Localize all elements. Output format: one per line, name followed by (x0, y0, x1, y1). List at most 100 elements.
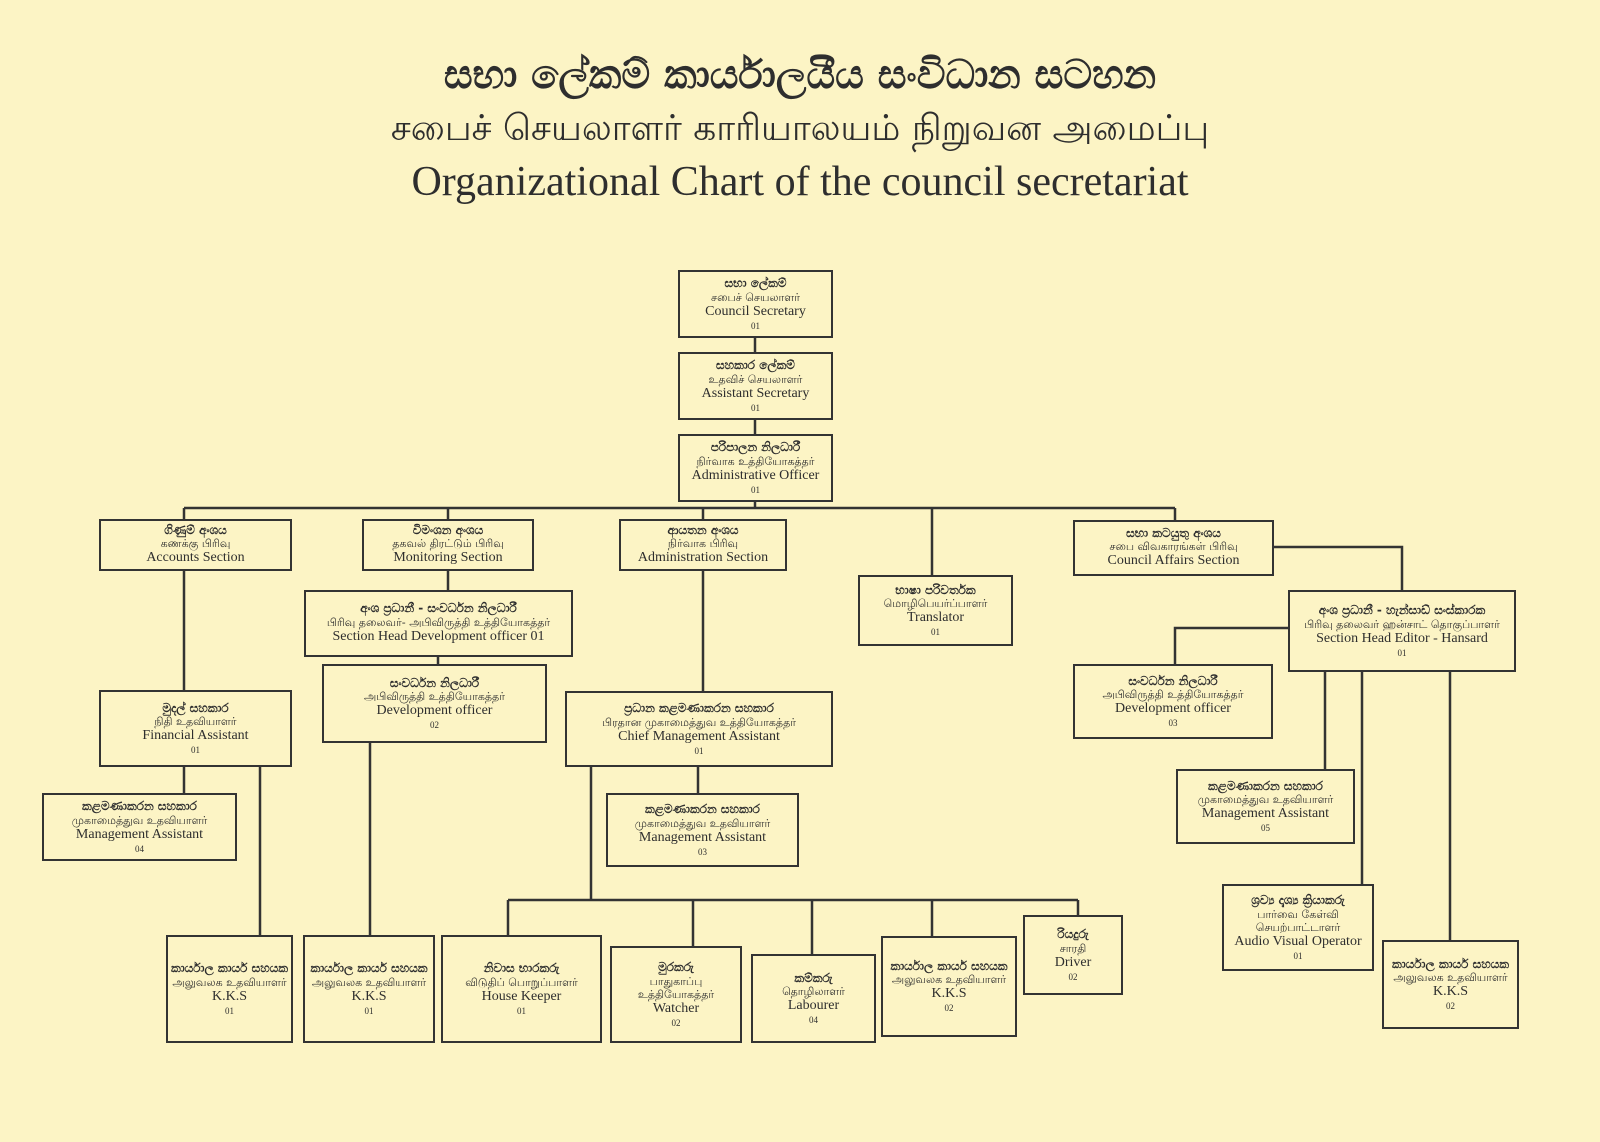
english-label: Monitoring Section (393, 550, 503, 566)
english-label: Administration Section (637, 550, 769, 566)
english-label: Audio Visual Operator (1234, 934, 1362, 950)
staff-count: 02 (671, 1017, 681, 1028)
tamil-label: அலுவலக உதவியாளர் (1393, 971, 1508, 985)
tamil-label: அலுவலக உதவியாளர் (891, 973, 1007, 987)
tamil-label: விடுதிப் பொறுப்பாளர் (465, 975, 578, 989)
tamil-label: சபைச் செயலாளர் (711, 290, 800, 304)
staff-count: 04 (135, 843, 144, 854)
box-administrative-officer: පරිපාලන නිලධාරීநிர்வாக உத்தியோகத்தர்Admi… (678, 434, 833, 502)
english-label: House Keeper (481, 988, 562, 1004)
box-house-keeper: නිවාස භාරකරුவிடுதிப் பொறுப்பாளர்House Ke… (441, 935, 602, 1043)
sinhala-label: ගිණුම් අංශය (164, 522, 227, 537)
english-label: Council Secretary (705, 303, 806, 319)
sinhala-label: සභා ලේකම් (724, 276, 787, 291)
sinhala-label: කාර්යාල කාර්ය සහයක (1391, 956, 1510, 971)
tamil-label: அபிவிருத்தி உத்தியோகத்தர் (364, 690, 505, 704)
box-council-secretary: සභා ලේකම්சபைச் செயலாளர்Council Secretary… (678, 270, 833, 338)
tamil-label: பிரிவு தலைவர் ஹன்சாட் தொகுப்பாளர் (1304, 617, 1500, 631)
tamil-label: முகாமைத்துவ உதவியாளர் (1197, 793, 1334, 807)
staff-count: 02 (1446, 1001, 1455, 1012)
tamil-label: மொழிபெயர்ப்பாளர் (883, 597, 988, 611)
box-audio-visual-operator: ශ්‍රව්‍ය දෘශ්‍ය ක්‍රියාකරුபார்வை கேள்வி … (1222, 884, 1374, 971)
sinhala-label: විමංශන අංශය (412, 522, 484, 537)
sinhala-label: භාෂා පරිවර්තක (895, 582, 976, 597)
staff-count: 02 (1068, 971, 1078, 982)
sinhala-label: නිවාස භාරකරු (483, 961, 560, 976)
english-label: K.K.S (1432, 984, 1468, 1000)
box-development-officer-monitoring: සංවර්ධන නිලධාරීஅபிவிருத்தி உத்தியோகத்தர்… (322, 664, 547, 743)
box-development-officer-council: සංවර්ධන නිලධාරීஅபிவிருத்தி உத்தியோகத்தர்… (1073, 664, 1273, 739)
tamil-label: சபை விவகாரங்கள் பிரிவு (1109, 540, 1238, 554)
sinhala-label: ප්‍රධාන කළමණාකරන සහකාර (624, 701, 774, 716)
sinhala-label: කළමණාකරන සහකාර (645, 802, 760, 817)
english-label: K.K.S (931, 986, 967, 1002)
staff-count: 02 (944, 1003, 954, 1014)
staff-count: 01 (225, 1005, 234, 1016)
staff-count: 01 (517, 1005, 526, 1016)
english-label: Chief Management Assistant (618, 728, 780, 744)
english-label: Translator (906, 610, 965, 626)
staff-count: 01 (1397, 647, 1407, 658)
sinhala-label: ආයතන අංශය (667, 522, 739, 537)
tamil-label: நிர்வாக பிரிவு (667, 537, 739, 551)
title-tamil: சபைச் செயலாளர் காரியாலயம் நிறுவன அமைப்பு (390, 108, 1210, 149)
staff-count: 01 (751, 484, 760, 495)
english-label: Section Head Editor - Hansard (1316, 630, 1488, 646)
tamil-label: முகாமைத்துவ உதவியாளர் (634, 816, 771, 830)
english-label: Financial Assistant (142, 728, 249, 744)
english-label: Management Assistant (638, 829, 767, 845)
tamil-label: பாதுகாப்பு உத்தியோகத்தர் (637, 974, 715, 1001)
staff-count: 01 (694, 745, 704, 756)
staff-count: 03 (698, 846, 707, 857)
tamil-label: அபிவிருத்தி உத்தியோகத்தர் (1102, 688, 1244, 702)
box-section-head-development-officer: අංශ ප්‍රධානී - සංවර්ධන නිලධාරීபிரிவு தலை… (304, 590, 573, 657)
sinhala-label: මුදල් සහකාර (162, 700, 229, 715)
sinhala-label: කළමණාකරන සහකාර (82, 799, 197, 814)
sinhala-label: කාර්යාල කාර්ය සහයක (310, 961, 428, 976)
english-label: Development officer (376, 703, 493, 719)
tamil-label: பார்வை கேள்வி செயற்பாட்டாளர் (1255, 907, 1341, 934)
tamil-label: முகாமைத்துவ உதவியாளர் (71, 813, 208, 827)
box-assistant-secretary: සහකාර ලේකම්உதவிச் செயலாளர்Assistant Secr… (678, 352, 833, 420)
english-label: Development officer (1115, 701, 1231, 717)
sinhala-label: ශ්‍රව්‍ය දෘශ්‍ය ක්‍රියාකරු (1251, 893, 1345, 908)
tamil-label: பிரதான முகாமைத்துவ உத்தியோகத்தர் (601, 715, 797, 729)
sinhala-label: කාර්යාල කාර්ය සහයක (170, 961, 289, 976)
sinhala-label: සහකාර ලේකම් (716, 358, 795, 373)
english-label: Section Head Development officer 01 (332, 628, 545, 644)
english-label: Management Assistant (1201, 806, 1330, 822)
sinhala-label: කළමණාකරන සහකාර (1208, 778, 1323, 793)
staff-count: 01 (191, 745, 200, 756)
english-label: Management Assistant (75, 826, 204, 842)
staff-count: 05 (1261, 823, 1270, 834)
tamil-label: சாரதி (1059, 941, 1087, 955)
tamil-label: அலுவலக உதவியாளர் (311, 975, 427, 989)
tamil-label: அலுவலக உதவியாளர் (172, 975, 287, 989)
title-sinhala: සභා ලේකම් කාර්යාලයීය සංවිධාන සටහන (443, 52, 1157, 98)
tamil-label: கணக்கு பிரிவு (160, 537, 231, 551)
tamil-label: நிர்வாக உத்தியோகத்தர் (696, 454, 815, 468)
english-label: Driver (1054, 954, 1092, 970)
sinhala-label: අංශ ප්‍රධානී - සංවර්ධන නිලධාරී (360, 601, 517, 616)
staff-count: 03 (1168, 718, 1178, 729)
sinhala-label: සභා කටයුතු අංශය (1126, 525, 1221, 540)
sinhala-label: මුරකරු (658, 960, 694, 975)
tamil-label: நிதி உதவியாளர் (154, 715, 237, 729)
english-label: Accounts Section (146, 550, 245, 566)
sinhala-label: සංවර්ධන නිලධාරී (389, 675, 480, 690)
